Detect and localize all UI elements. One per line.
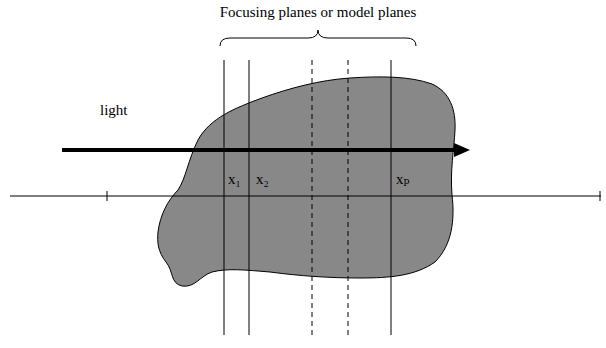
plane-line-dashed <box>348 60 349 335</box>
plane-label: x₂ <box>256 172 269 187</box>
plane-label: x₁ <box>228 172 241 187</box>
brace <box>220 30 416 46</box>
light-label: light <box>100 103 128 118</box>
plane-line-dashed <box>312 60 313 335</box>
diagram-title: Focusing planes or model planes <box>220 5 417 20</box>
axis-tick <box>600 191 601 201</box>
axis-tick <box>107 191 108 201</box>
axis <box>10 196 601 197</box>
plane-label: xₚ <box>396 172 410 187</box>
object-outline <box>158 77 455 286</box>
arrowhead <box>454 143 470 157</box>
plane-line <box>391 60 392 335</box>
plane-line <box>249 60 250 335</box>
light-ray <box>62 148 456 152</box>
plane-line <box>224 60 225 335</box>
